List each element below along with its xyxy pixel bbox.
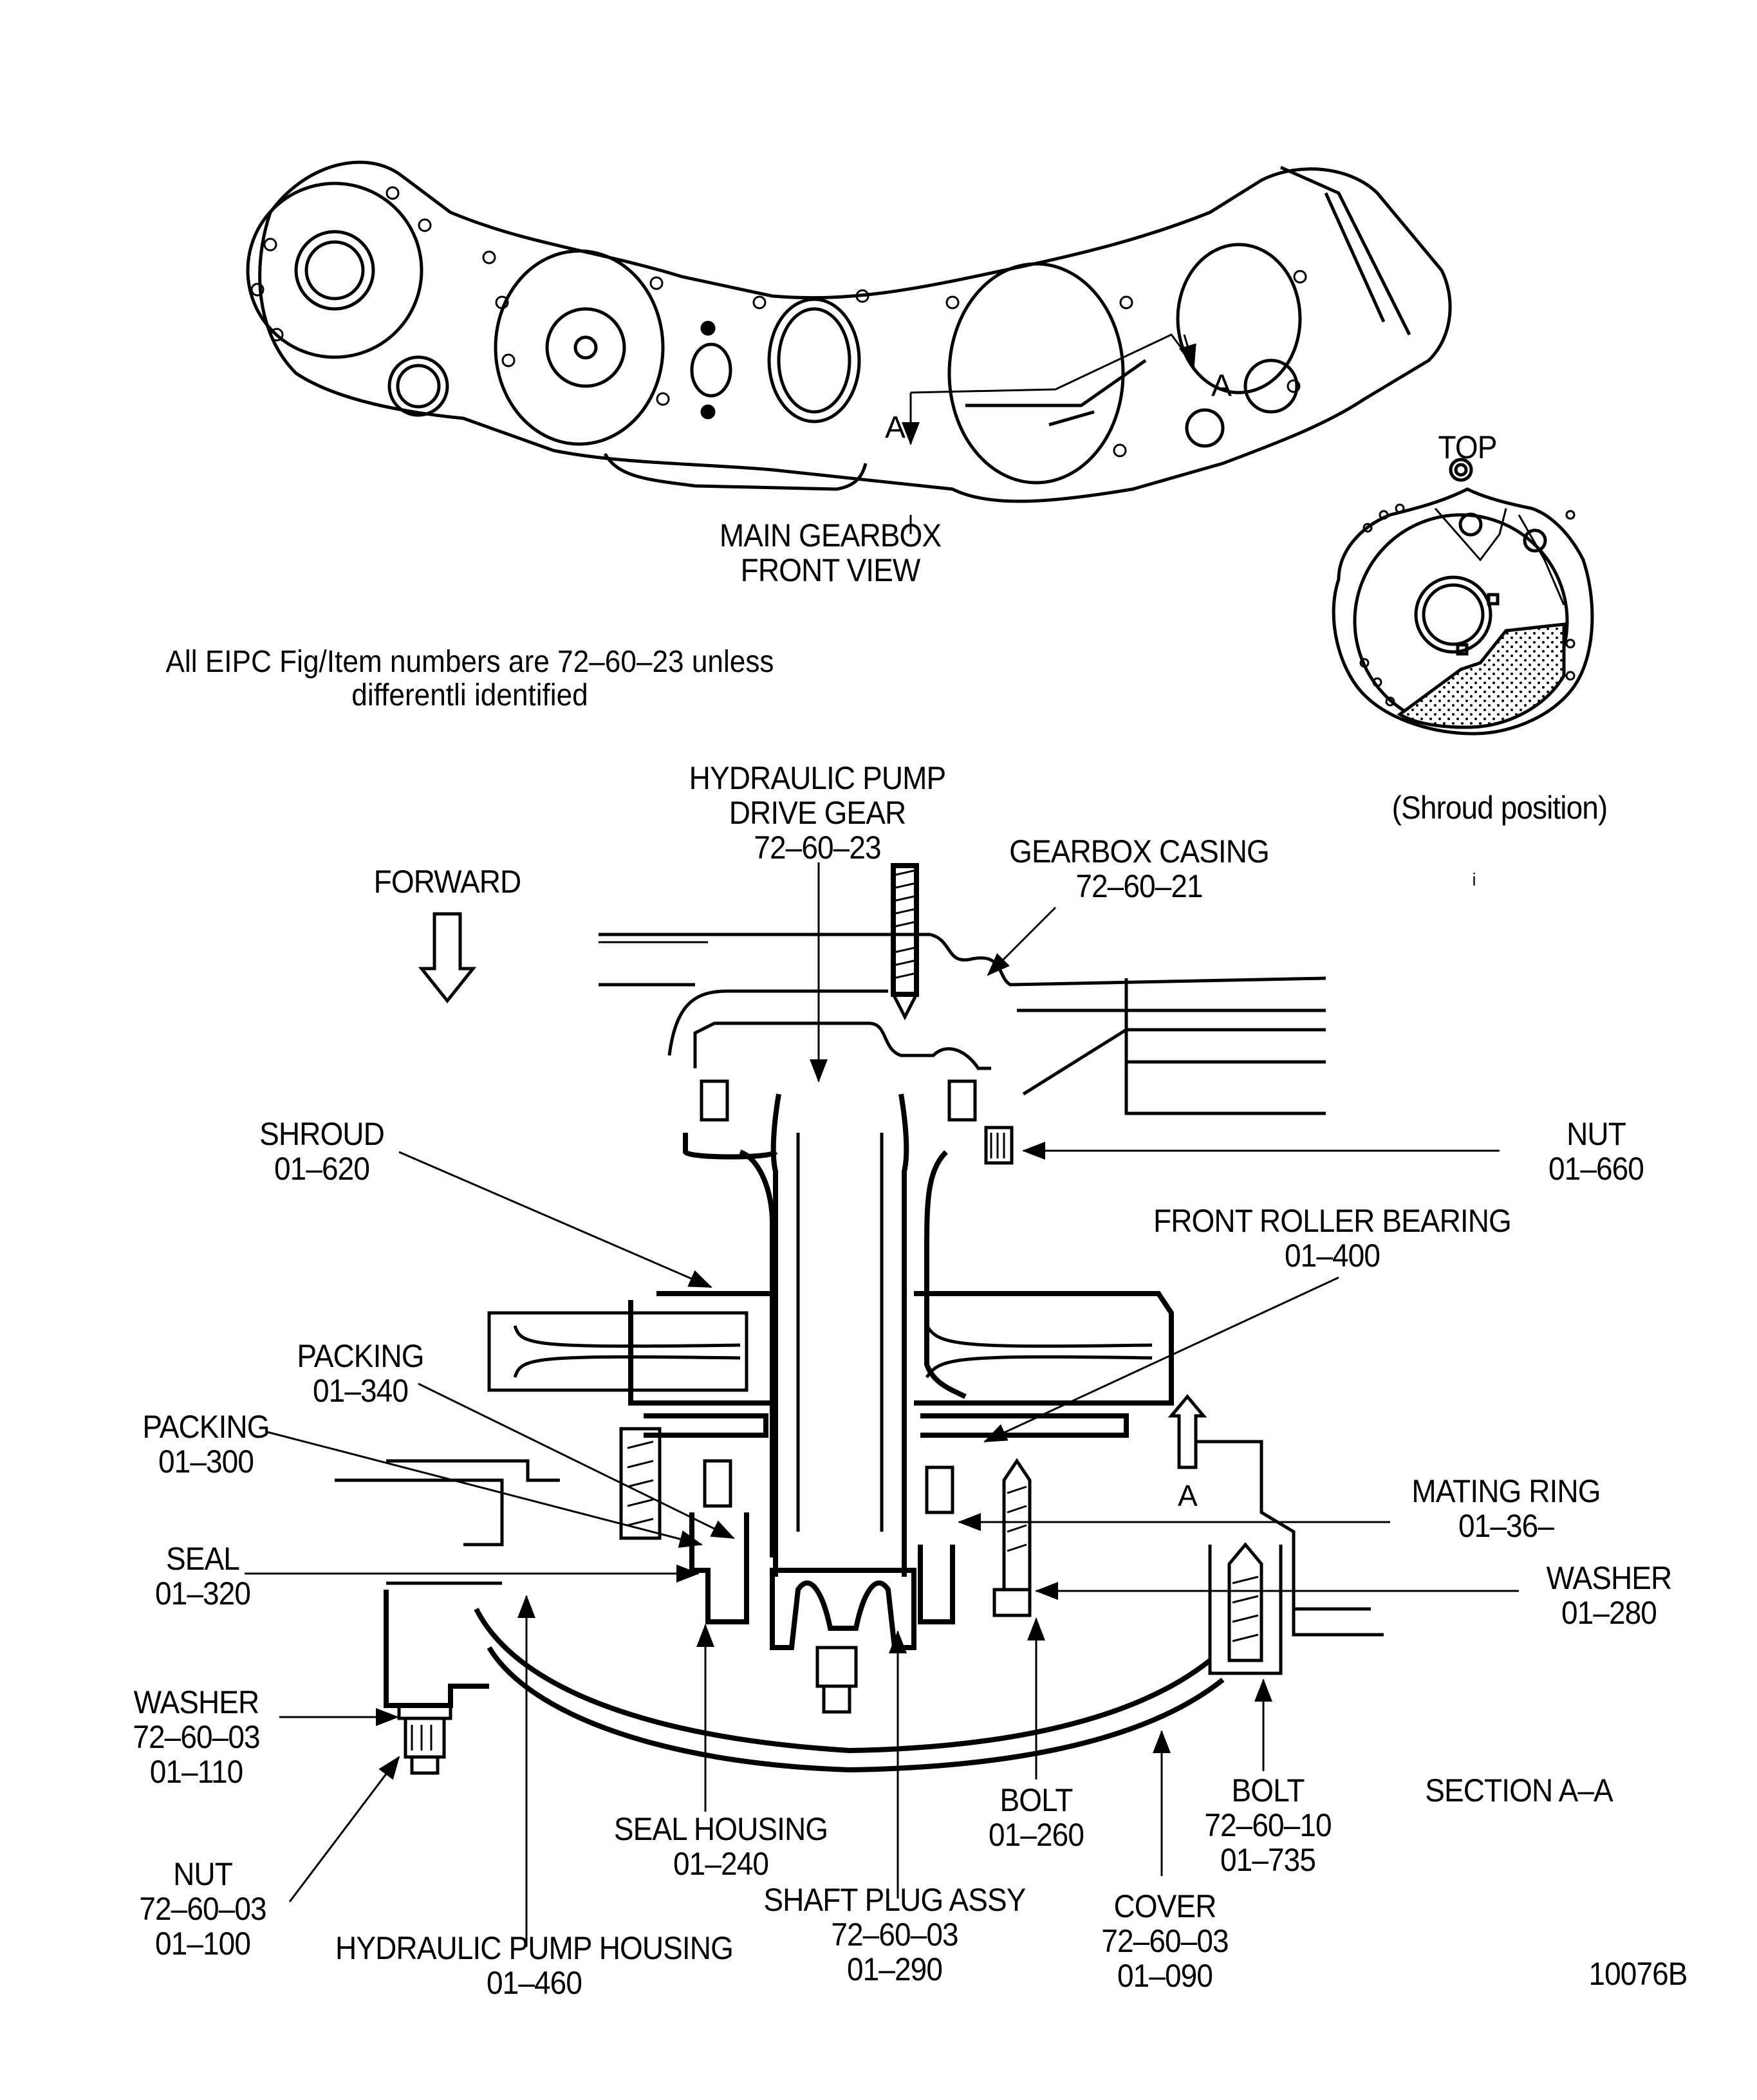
callout-text: 01–290 bbox=[846, 1951, 943, 1987]
callout-hydraulic-pump-housing: HYDRAULIC PUMP HOUSING 01–460 bbox=[309, 1931, 759, 2000]
callout-text: PACKING bbox=[142, 1409, 270, 1445]
section-title: SECTION A–A bbox=[1412, 1773, 1625, 1808]
shroud-position-inset bbox=[1332, 458, 1594, 736]
callout-text: MATING RING bbox=[1411, 1473, 1601, 1509]
callout-text: SHROUD bbox=[259, 1116, 385, 1152]
callout-text: FRONT ROLLER BEARING bbox=[1153, 1203, 1512, 1239]
section-marker-a-left: A bbox=[885, 411, 906, 445]
callout-text: DRIVE GEAR bbox=[729, 795, 906, 831]
callout-text: 01–280 bbox=[1561, 1595, 1657, 1631]
inset-top-label: TOP bbox=[1408, 430, 1527, 465]
callout-text: 01–620 bbox=[274, 1151, 370, 1187]
callout-text: SEAL HOUSING bbox=[613, 1811, 828, 1847]
figure-id-text: 10076B bbox=[1588, 1956, 1687, 1992]
callout-text: 72–60–03 bbox=[831, 1917, 958, 1953]
callout-text: NUT bbox=[1566, 1116, 1626, 1152]
leader-lines bbox=[245, 862, 1519, 1947]
section-view bbox=[335, 863, 1384, 1775]
gearbox-front-view bbox=[246, 160, 1452, 534]
forward-arrow-icon bbox=[418, 912, 477, 1004]
stray-mark-text: i bbox=[1472, 869, 1476, 889]
callout-text: 01–460 bbox=[486, 1965, 582, 2001]
front-view-title: MAIN GEARBOX FRONT VIEW bbox=[682, 518, 978, 588]
callout-text: SEAL bbox=[166, 1541, 240, 1577]
callout-text: PACKING bbox=[297, 1338, 424, 1374]
callout-packing-300: PACKING 01–300 bbox=[117, 1409, 295, 1479]
callout-text: 72–60–03 bbox=[133, 1719, 260, 1755]
callout-text: 72–60–03 bbox=[139, 1891, 266, 1927]
callout-text: 01–090 bbox=[1117, 1958, 1213, 1994]
callout-seal-housing: SEAL HOUSING 01–240 bbox=[579, 1812, 863, 1881]
callout-nut-660: NUT 01–660 bbox=[1513, 1117, 1679, 1186]
callout-text: 01–735 bbox=[1220, 1842, 1316, 1878]
callout-washer-110: WASHER 72–60–03 01–110 bbox=[116, 1685, 276, 1789]
callout-text: NUT bbox=[173, 1856, 233, 1892]
eipc-note: All EIPC Fig/Item numbers are 72–60–23 u… bbox=[115, 646, 825, 712]
callout-text: 72–60–03 bbox=[1101, 1923, 1229, 1959]
callout-front-roller-bearing: FRONT ROLLER BEARING 01–400 bbox=[1125, 1203, 1539, 1273]
callout-gearbox-casing: GEARBOX CASING 72–60–21 bbox=[985, 834, 1293, 904]
section-view-marker: A bbox=[1178, 1479, 1198, 1512]
callout-text: COVER bbox=[1113, 1888, 1217, 1924]
callout-text: BOLT bbox=[999, 1782, 1073, 1818]
callout-bolt-735: BOLT 72–60–10 01–735 bbox=[1191, 1773, 1344, 1877]
callout-text: HYDRAULIC PUMP HOUSING bbox=[335, 1930, 734, 1966]
callout-text: 01–300 bbox=[158, 1444, 254, 1480]
callout-mating-ring: MATING RING 01–36– bbox=[1382, 1474, 1630, 1543]
callout-nut-100: NUT 72–60–03 01–100 bbox=[123, 1857, 283, 1961]
callout-text: BOLT bbox=[1231, 1772, 1305, 1808]
front-view-title-line1: MAIN GEARBOX bbox=[719, 517, 942, 553]
callout-text: 01–340 bbox=[312, 1373, 409, 1409]
callout-drive-gear: HYDRAULIC PUMP DRIVE GEAR 72–60–23 bbox=[664, 761, 971, 865]
callout-seal-320: SEAL 01–320 bbox=[129, 1541, 277, 1611]
callout-text: 72–60–10 bbox=[1204, 1807, 1332, 1843]
inset-top-text: TOP bbox=[1438, 429, 1498, 465]
callout-text: GEARBOX CASING bbox=[1009, 833, 1270, 869]
callout-text: 01–240 bbox=[673, 1846, 769, 1882]
front-view-title-line2: FRONT VIEW bbox=[740, 552, 921, 588]
callout-text: 01–110 bbox=[149, 1754, 243, 1790]
callout-text: 01–260 bbox=[988, 1817, 1084, 1853]
callout-text: 72–60–23 bbox=[754, 830, 881, 866]
forward-text: FORWARD bbox=[373, 864, 522, 900]
inset-caption: (Shroud position) bbox=[1363, 790, 1635, 825]
callout-washer-280: WASHER 01–280 bbox=[1526, 1561, 1692, 1630]
callout-text: WASHER bbox=[1546, 1560, 1673, 1596]
section-marker-a-right: A bbox=[1211, 369, 1232, 403]
callout-shroud: SHROUD 01–620 bbox=[239, 1117, 405, 1186]
section-title-text: SECTION A–A bbox=[1425, 1772, 1613, 1808]
callout-cover: COVER 72–60–03 01–090 bbox=[1088, 1889, 1241, 1993]
callout-text: 01–320 bbox=[154, 1575, 251, 1612]
callout-text: SHAFT PLUG ASSY bbox=[763, 1882, 1026, 1918]
callout-packing-340: PACKING 01–340 bbox=[272, 1339, 449, 1408]
forward-label: FORWARD bbox=[358, 864, 536, 899]
inset-caption-text: (Shroud position) bbox=[1391, 790, 1608, 826]
callout-text: HYDRAULIC PUMP bbox=[689, 760, 947, 796]
callout-bolt-260: BOLT 01–260 bbox=[965, 1783, 1108, 1852]
callout-text: 01–400 bbox=[1284, 1238, 1380, 1274]
callout-text: 01–660 bbox=[1548, 1151, 1644, 1187]
stray-mark: i bbox=[1462, 862, 1486, 897]
figure-id: 10076B bbox=[1564, 1956, 1712, 1991]
callout-text: 01–100 bbox=[154, 1926, 251, 1962]
eipc-note-line1: All EIPC Fig/Item numbers are 72–60–23 u… bbox=[165, 645, 774, 679]
eipc-note-line2: differentli identified bbox=[351, 678, 588, 712]
callout-text: 72–60–21 bbox=[1075, 868, 1203, 904]
callout-text: WASHER bbox=[133, 1684, 260, 1720]
callout-shaft-plug: SHAFT PLUG ASSY 72–60–03 01–290 bbox=[747, 1882, 1043, 1987]
callout-text: 01–36– bbox=[1458, 1508, 1554, 1544]
